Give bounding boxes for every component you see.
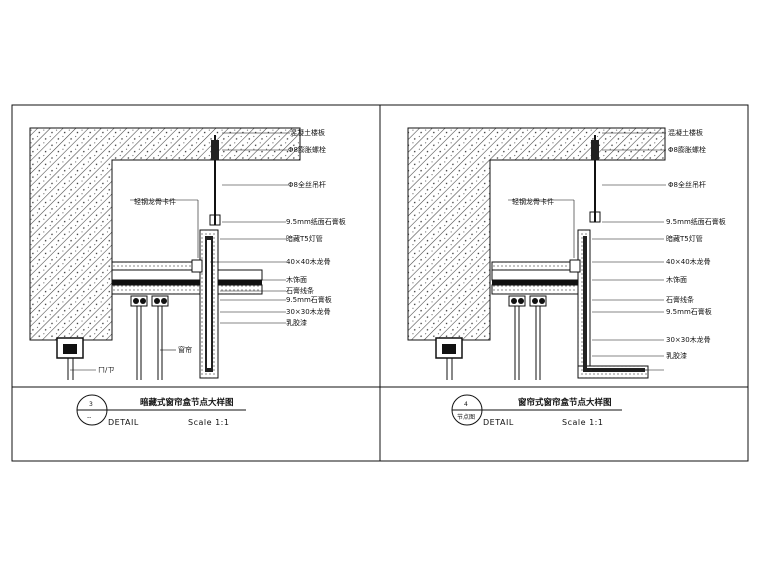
ceiling-layer4-left xyxy=(111,284,263,295)
left-detail xyxy=(29,127,301,380)
right-labels: 混凝土楼板 Φ8膨胀螺栓 Φ8全丝吊杆 轻钢龙骨卡件 9.5mm纸面石膏板 暗藏… xyxy=(512,128,726,360)
right-detail-text: DETAIL xyxy=(483,418,514,427)
left-label-4: 9.5mm纸面石膏板 xyxy=(286,217,346,226)
rod-clip-right xyxy=(589,211,601,223)
right-label-4: 9.5mm纸面石膏板 xyxy=(666,217,726,226)
expansion-bolt-right xyxy=(591,140,599,160)
left-detail-text: DETAIL xyxy=(108,418,139,427)
left-bottom-label: ㄇ/ㄗ xyxy=(98,366,114,374)
left-label-1: Φ8膨胀螺栓 xyxy=(288,145,326,154)
right-label-6: 40×40木龙骨 xyxy=(666,257,711,266)
expansion-bolt-left xyxy=(211,140,219,160)
right-scale-text: Scale 1:1 xyxy=(562,418,603,427)
left-label-11: 乳胶漆 xyxy=(286,318,307,327)
right-title: 窗帘式窗帘盒节点大样图 xyxy=(518,397,612,408)
left-label-6: 40×40木龙骨 xyxy=(286,257,331,266)
left-labels: 混凝土楼板 Φ8膨胀螺栓 Φ8全丝吊杆 轻钢龙骨卡件 9.5mm纸面石膏板 暗藏… xyxy=(98,128,346,374)
left-label-2: Φ8全丝吊杆 xyxy=(288,180,326,189)
curtain-track-right-1 xyxy=(508,295,526,380)
left-curtain-label: 窗帘 xyxy=(178,345,192,354)
ceiling-layer2-left xyxy=(111,269,263,281)
concrete-slab-left xyxy=(29,127,301,341)
left-label-5: 暗藏T5灯管 xyxy=(286,234,323,243)
ceiling-board-left xyxy=(111,261,203,271)
left-label-7: 木饰面 xyxy=(286,275,307,284)
left-title: 暗藏式窗帘盒节点大样图 xyxy=(140,397,234,408)
ceiling-board-right xyxy=(491,261,573,271)
right-label-3: 轻钢龙骨卡件 xyxy=(512,197,554,206)
right-label-11: 乳胶漆 xyxy=(666,351,687,360)
rod-clip-left xyxy=(209,214,221,226)
right-label-2: Φ8全丝吊杆 xyxy=(668,180,706,189)
left-label-9: 9.5mm石膏板 xyxy=(286,295,332,304)
right-label-1: Φ8膨胀螺栓 xyxy=(668,145,706,154)
right-bubble-bottom: 节点图 xyxy=(457,413,475,421)
curtain-track-right-2 xyxy=(529,295,547,380)
left-label-0: 混凝土楼板 xyxy=(290,128,325,137)
lamp-block-right xyxy=(569,259,581,273)
right-bubble-top: 4 xyxy=(464,401,468,408)
box-side-fill-left xyxy=(207,240,211,368)
ceiling-layer3-right xyxy=(492,280,587,285)
curtain-track-left-1 xyxy=(130,295,148,380)
curtain-track-left-2 xyxy=(151,295,169,380)
left-label-10: 30×30木龙骨 xyxy=(286,307,331,316)
ceiling-layer4-right xyxy=(491,284,588,295)
concrete-slab-right xyxy=(407,127,666,341)
left-label-3: 轻钢龙骨卡件 xyxy=(134,197,176,206)
ceiling-layer3-left xyxy=(112,280,262,285)
left-bubble-top: 3 xyxy=(89,401,93,408)
right-label-10: 30×30木龙骨 xyxy=(666,335,711,344)
left-bubble-bottom: -- xyxy=(87,414,91,421)
right-label-8: 石膏线条 xyxy=(666,295,694,304)
right-detail xyxy=(407,127,666,380)
left-title-block: 3 -- 暗藏式窗帘盒节点大样图 DETAIL Scale 1:1 xyxy=(76,394,246,427)
left-scale-text: Scale 1:1 xyxy=(188,418,229,427)
right-label-5: 暗藏T5灯管 xyxy=(666,234,703,243)
lamp-block-left xyxy=(191,259,203,273)
left-label-8: 石膏线条 xyxy=(286,286,314,295)
right-label-0: 混凝土楼板 xyxy=(668,128,703,137)
right-title-block: 4 节点图 窗帘式窗帘盒节点大样图 DETAIL Scale 1:1 xyxy=(451,394,622,427)
right-label-9: 9.5mm石膏板 xyxy=(666,307,712,316)
right-label-7: 木饰面 xyxy=(666,275,687,284)
